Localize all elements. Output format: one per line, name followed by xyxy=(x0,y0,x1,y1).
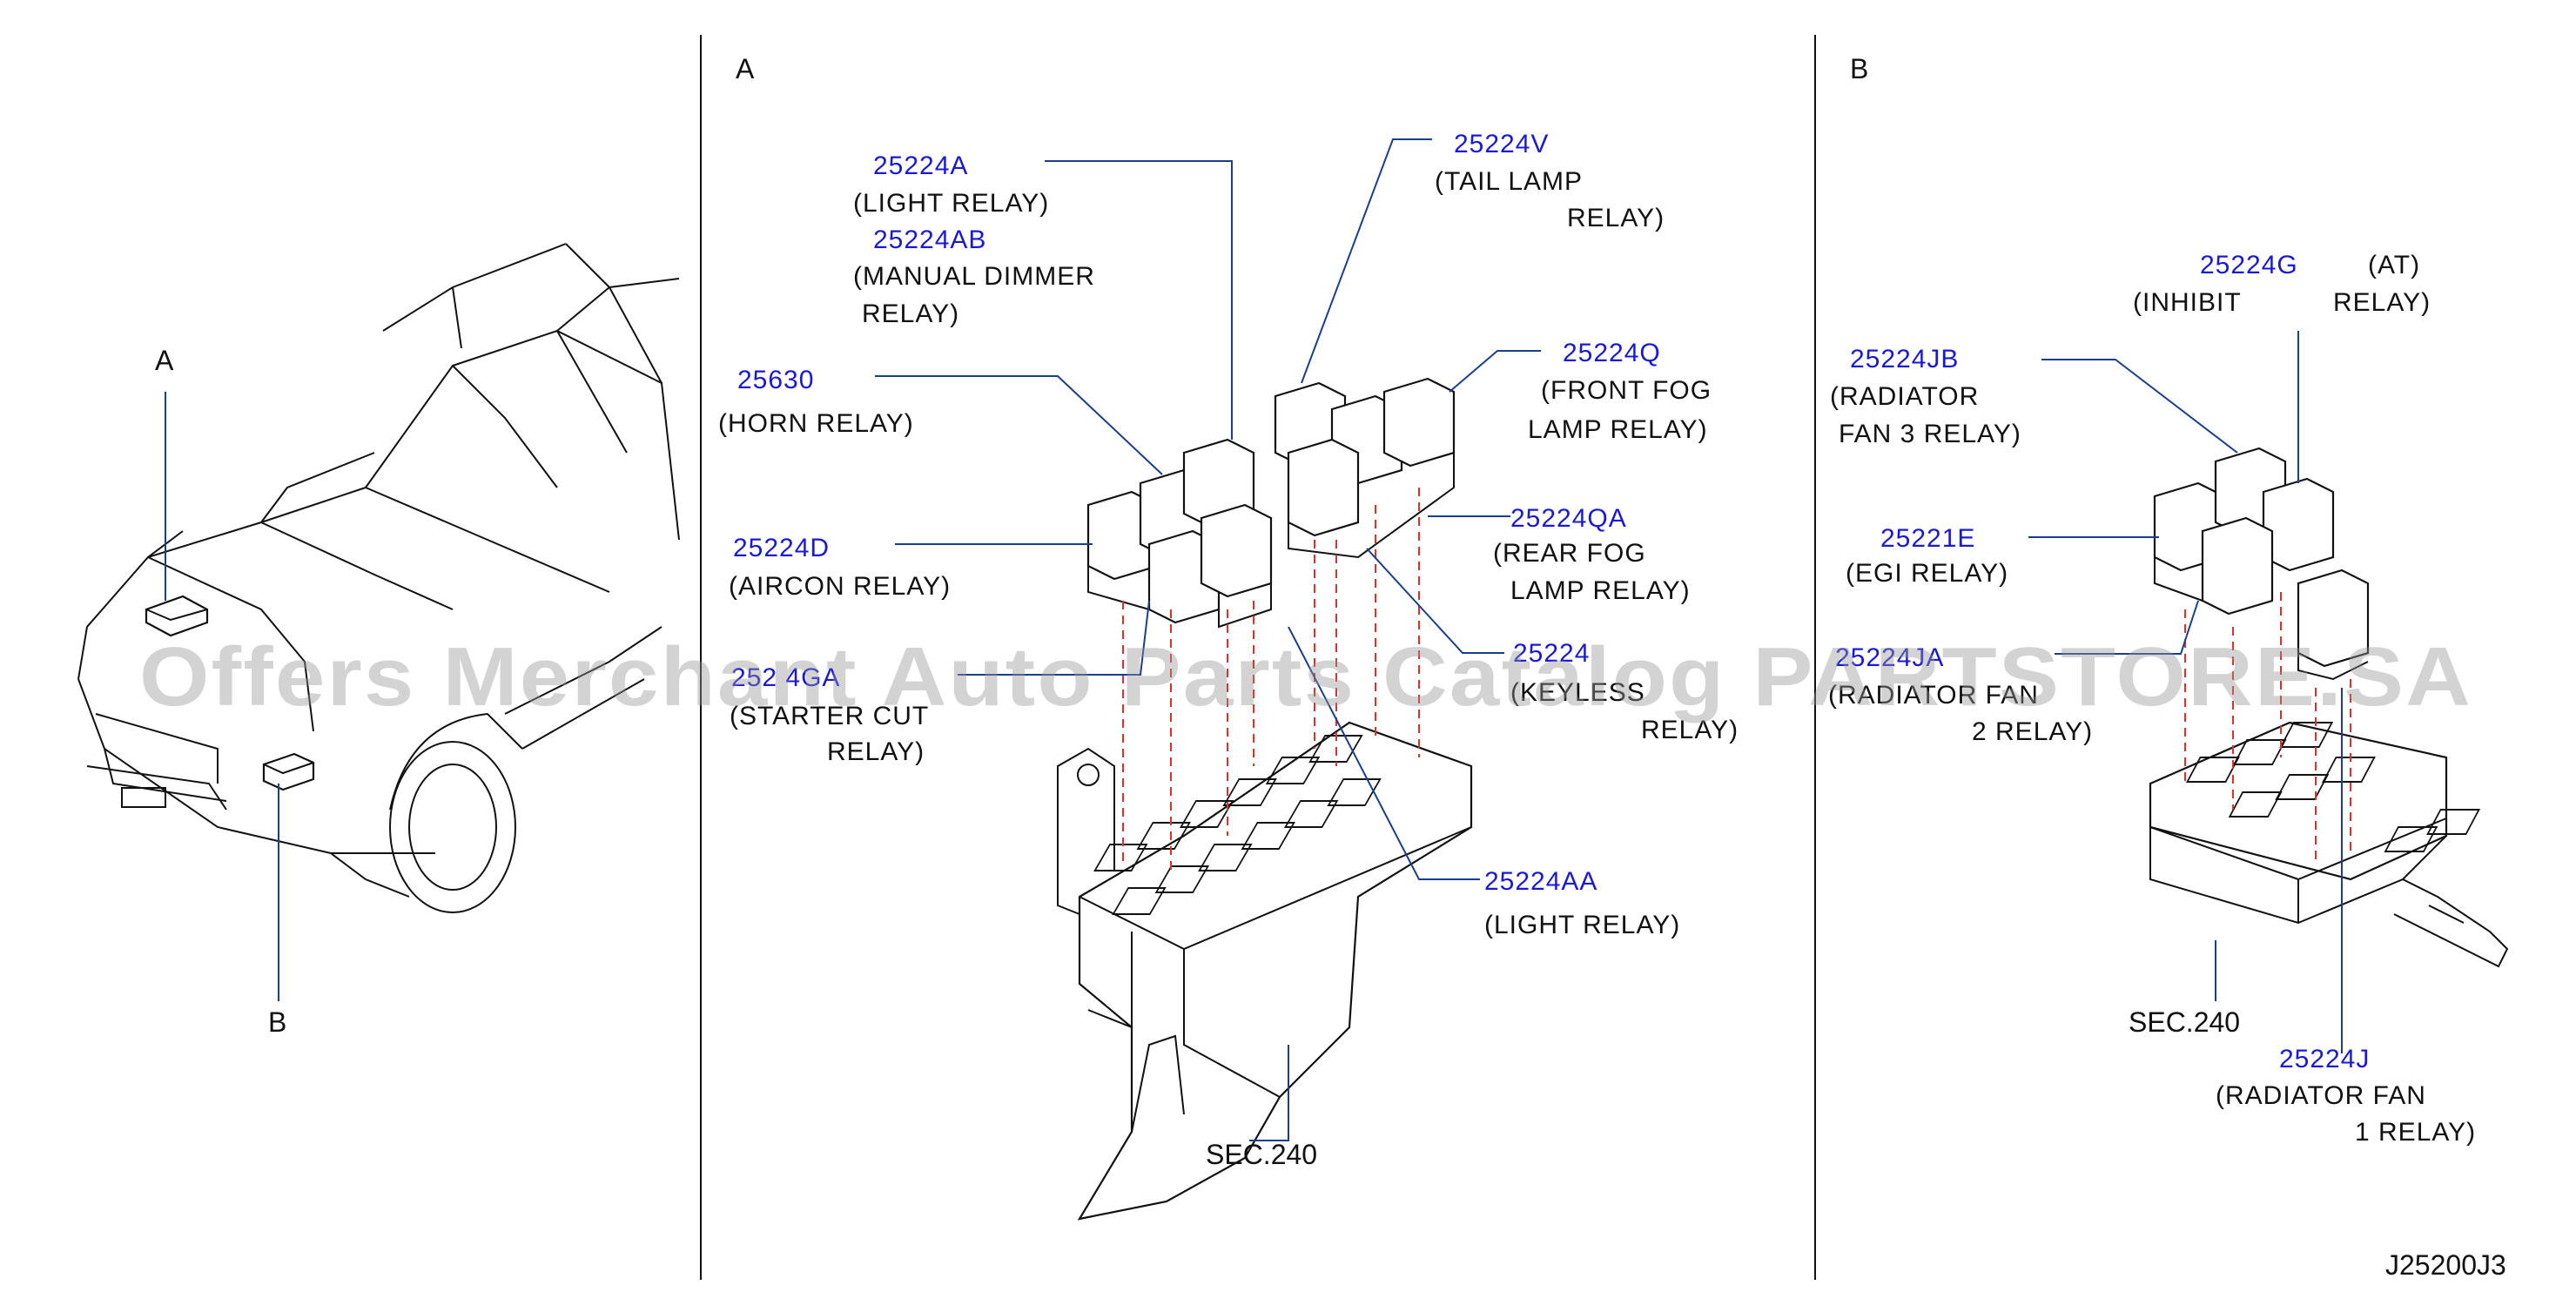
desc-inhibit-at: (AT) xyxy=(2368,251,2420,279)
desc-horn-relay: (HORN RELAY) xyxy=(718,409,914,438)
desc-front-fog: (FRONT FOG xyxy=(1541,376,1712,405)
watermark: Offers Merchant Auto Parts Catalog PARTS… xyxy=(139,630,2472,723)
desc-rear-fog: (REAR FOG xyxy=(1493,539,1646,568)
relay-block-b xyxy=(2149,447,2509,968)
section-label-b: B xyxy=(1850,53,1868,84)
desc-radiator-fan-2-2: 2 RELAY) xyxy=(1972,717,2093,746)
pn-25224ab[interactable]: 25224AB xyxy=(873,225,986,254)
desc-starter-cut: (STARTER CUT xyxy=(730,702,929,730)
leaders-panel-a xyxy=(875,138,1541,1141)
pn-25224ja[interactable]: 25224JA xyxy=(1835,643,1944,672)
desc-keyless-2: RELAY) xyxy=(1641,716,1739,744)
desc-tail-lamp: (TAIL LAMP xyxy=(1435,167,1583,196)
pn-25224-keyless[interactable]: 25224 xyxy=(1513,639,1590,668)
pn-25224g[interactable]: 25224G xyxy=(2200,251,2298,279)
pn-25224d[interactable]: 25224D xyxy=(733,534,830,562)
figure-code: J25200J3 xyxy=(2385,1249,2506,1281)
desc-manual-dimmer-2: RELAY) xyxy=(862,299,959,328)
desc-manual-dimmer: (MANUAL DIMMER xyxy=(853,262,1095,291)
desc-radiator-fan-2: (RADIATOR FAN xyxy=(1828,681,2039,710)
desc-radiator-fan-1: (RADIATOR FAN xyxy=(2216,1081,2426,1110)
desc-rear-fog-2: LAMP RELAY) xyxy=(1510,576,1691,605)
pn-25224aa[interactable]: 25224AA xyxy=(1484,867,1597,896)
car-overview-illustration xyxy=(77,243,680,913)
desc-light-relay: (LIGHT RELAY) xyxy=(853,189,1049,218)
sec-240-a[interactable]: SEC.240 xyxy=(1206,1139,1317,1170)
overview-label-a: A xyxy=(155,345,174,376)
pn-25221e[interactable]: 25221E xyxy=(1880,524,1975,553)
relay-block-a xyxy=(1057,377,1473,1221)
sec-240-b[interactable]: SEC.240 xyxy=(2129,1006,2240,1038)
desc-egi-relay: (EGI RELAY) xyxy=(1846,559,2008,588)
pn-25224q[interactable]: 25224Q xyxy=(1563,339,1661,367)
section-label-a: A xyxy=(736,53,755,84)
desc-radiator-fan-3-2: FAN 3 RELAY) xyxy=(1839,420,2021,448)
leaders-panel-b xyxy=(2028,331,2343,1053)
desc-front-fog-2: LAMP RELAY) xyxy=(1528,415,1708,444)
pn-25224v[interactable]: 25224V xyxy=(1454,130,1549,158)
pn-25630[interactable]: 25630 xyxy=(737,366,814,394)
overview-label-b: B xyxy=(268,1006,286,1038)
desc-tail-lamp-2: RELAY) xyxy=(1567,204,1665,232)
desc-light-relay-aa: (LIGHT RELAY) xyxy=(1484,911,1680,939)
desc-starter-cut-2: RELAY) xyxy=(827,737,925,766)
pn-25224qa[interactable]: 25224QA xyxy=(1510,504,1627,533)
pn-25224a[interactable]: 25224A xyxy=(873,151,968,180)
desc-aircon-relay: (AIRCON RELAY) xyxy=(729,572,951,601)
desc-radiator-fan-1-2: 1 RELAY) xyxy=(2355,1118,2476,1147)
pn-252-4ga[interactable]: 252 4GA xyxy=(731,663,840,692)
desc-inhibit: (INHIBIT xyxy=(2133,288,2242,317)
pn-25224j[interactable]: 25224J xyxy=(2279,1045,2370,1073)
desc-keyless: (KEYLESS xyxy=(1510,678,1645,707)
desc-inhibit-relay: RELAY) xyxy=(2333,288,2431,317)
desc-radiator-fan-3: (RADIATOR xyxy=(1830,382,1979,411)
pn-25224jb[interactable]: 25224JB xyxy=(1850,345,1959,373)
